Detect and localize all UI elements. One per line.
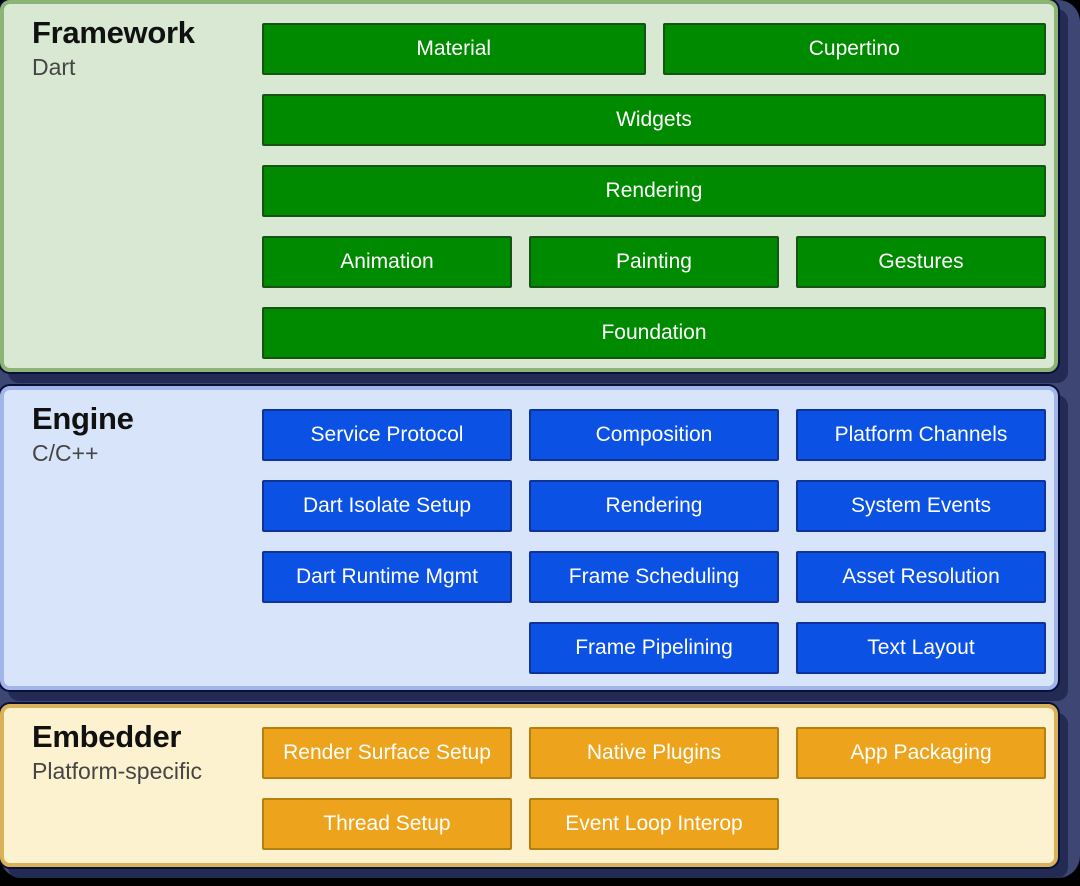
component-box-frame-pipelining: Frame Pipelining — [529, 622, 779, 674]
component-box-dart-runtime-mgmt: Dart Runtime Mgmt — [262, 551, 512, 603]
layer-embedder-grid: Render Surface Setup Native Plugins App Pa… — [262, 727, 1046, 850]
component-box-service-protocol: Service Protocol — [262, 409, 512, 461]
component-box-rendering: Rendering — [262, 165, 1046, 217]
component-box-app-packaging: App Packaging — [796, 727, 1046, 779]
component-box-animation: Animation — [262, 236, 512, 288]
component-box-dart-isolate-setup: Dart Isolate Setup — [262, 480, 512, 532]
component-box-platform-channels: Platform Channels — [796, 409, 1046, 461]
component-box-gestures: Gestures — [796, 236, 1046, 288]
component-box-painting: Painting — [529, 236, 779, 288]
component-box-render-surface-setup: Render Surface Setup — [262, 727, 512, 779]
component-box-event-loop-interop: Event Loop Interop — [529, 798, 779, 850]
layer-embedder-title: Embedder — [32, 719, 182, 754]
component-box-text-layout: Text Layout — [796, 622, 1046, 674]
component-box-material: Material — [262, 23, 646, 75]
component-box-native-plugins: Native Plugins — [529, 727, 779, 779]
component-box-frame-scheduling: Frame Scheduling — [529, 551, 779, 603]
layer-framework-title: Framework — [32, 15, 195, 50]
component-box-cupertino: Cupertino — [662, 23, 1046, 75]
component-box-thread-setup: Thread Setup — [262, 798, 512, 850]
component-box-system-events: System Events — [796, 480, 1046, 532]
component-box-widgets: Widgets — [262, 94, 1046, 146]
layer-engine-grid: Service Protocol Composition Platform Chan… — [262, 409, 1046, 674]
component-box-asset-resolution: Asset Resolution — [796, 551, 1046, 603]
layer-framework-subtitle: Dart — [32, 53, 76, 80]
layer-engine-title: Engine — [32, 401, 134, 436]
component-box-rendering: Rendering — [529, 480, 779, 532]
component-box-foundation: Foundation — [262, 307, 1046, 359]
component-box-composition: Composition — [529, 409, 779, 461]
layer-embedder-subtitle: Platform-specific — [32, 757, 202, 784]
layer-engine-subtitle: C/C++ — [32, 439, 99, 466]
